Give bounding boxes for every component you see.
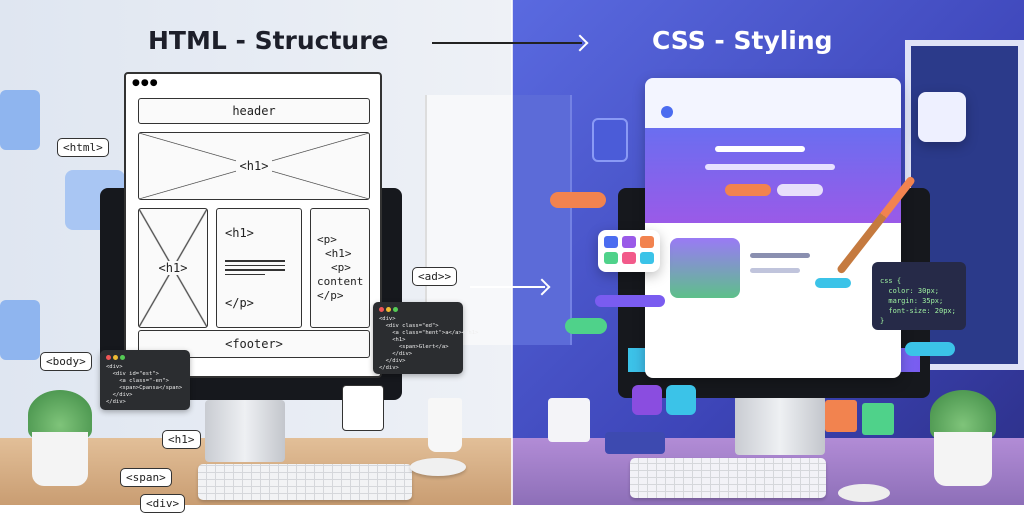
floating-pill bbox=[905, 342, 955, 356]
hero-button[interactable] bbox=[777, 184, 823, 196]
title-css: CSS - Styling bbox=[652, 26, 833, 55]
hero-line bbox=[715, 146, 805, 152]
css-code-snippet: css { color: 30px; margin: 35px; font-si… bbox=[872, 262, 966, 330]
mouse bbox=[838, 484, 890, 502]
keyboard bbox=[630, 458, 826, 498]
tag-div: <div> bbox=[140, 494, 186, 513]
main-h1: <h1> bbox=[225, 225, 254, 240]
hero-h1: <h1> bbox=[235, 159, 273, 173]
floating-pill bbox=[550, 192, 606, 208]
user-profile-icon bbox=[592, 118, 628, 162]
tag-html: <html> bbox=[57, 138, 109, 157]
keyboard bbox=[198, 464, 412, 500]
logo-icon bbox=[661, 106, 673, 118]
widget-grid-icon bbox=[918, 92, 966, 142]
tag-span: <span> bbox=[120, 468, 172, 487]
app-icon bbox=[632, 385, 662, 415]
sticky-note bbox=[825, 400, 857, 432]
card-button[interactable] bbox=[815, 278, 851, 288]
app-icon bbox=[666, 385, 696, 415]
main-p-close: </p> bbox=[225, 296, 254, 311]
color-palette bbox=[598, 230, 660, 272]
pencil-cup bbox=[548, 398, 590, 442]
plant bbox=[28, 390, 92, 440]
wire-header: header bbox=[138, 98, 370, 124]
document-icon bbox=[342, 385, 384, 431]
tag-body: <body> bbox=[40, 352, 92, 371]
arrow-icon bbox=[470, 286, 545, 288]
hero-button[interactable] bbox=[725, 184, 771, 196]
arrow-icon bbox=[432, 42, 582, 44]
plant-pot bbox=[32, 432, 88, 486]
wire-sidebar: <h1> bbox=[138, 208, 208, 328]
code-snippet: <div> <div class="ed"> <a class="hent">a… bbox=[373, 302, 478, 374]
deco-tile bbox=[0, 300, 40, 360]
mug bbox=[428, 398, 462, 452]
text-line bbox=[750, 253, 810, 258]
text-line bbox=[750, 268, 800, 273]
toggle bbox=[565, 318, 607, 334]
divider bbox=[511, 0, 513, 505]
aside-h1: <h1> bbox=[325, 247, 352, 260]
monitor-stand bbox=[735, 395, 825, 455]
aside-content: content bbox=[317, 275, 364, 288]
title-html: HTML - Structure bbox=[148, 26, 389, 55]
floating-pill bbox=[595, 295, 665, 307]
styled-page bbox=[645, 78, 901, 378]
mouse bbox=[410, 458, 466, 476]
wire-hero: <h1> bbox=[138, 132, 370, 200]
book-stack bbox=[605, 432, 665, 454]
aside-p-close: </p> bbox=[317, 289, 344, 302]
aside-p: <p> bbox=[317, 233, 337, 246]
tag-h1: <h1> bbox=[162, 430, 201, 449]
plant bbox=[930, 390, 996, 440]
footer-line bbox=[735, 328, 805, 333]
hero-line bbox=[705, 164, 835, 170]
image-icon bbox=[670, 238, 740, 298]
aside-p2: <p> bbox=[331, 261, 351, 274]
tag-ad: <ad>> bbox=[412, 267, 458, 286]
wire-aside: <p> <h1> <p> content </p> bbox=[310, 208, 370, 328]
text-lines bbox=[225, 257, 285, 278]
deco-tile bbox=[0, 90, 40, 150]
window-dots-icon: ●●● bbox=[132, 78, 159, 88]
monitor-stand bbox=[205, 400, 285, 462]
sticky-note bbox=[862, 403, 894, 435]
code-snippet: <div> <div id="est"> <a class="-en"> <sp… bbox=[100, 350, 190, 410]
bookshelf bbox=[512, 95, 572, 345]
wire-main: <h1> </p> bbox=[216, 208, 302, 328]
plant-pot bbox=[934, 432, 992, 486]
wireframe-page: ●●● header <h1> <h1> <h1> </p> <p> <h1> … bbox=[124, 72, 382, 378]
side-h1: <h1> bbox=[155, 261, 191, 275]
